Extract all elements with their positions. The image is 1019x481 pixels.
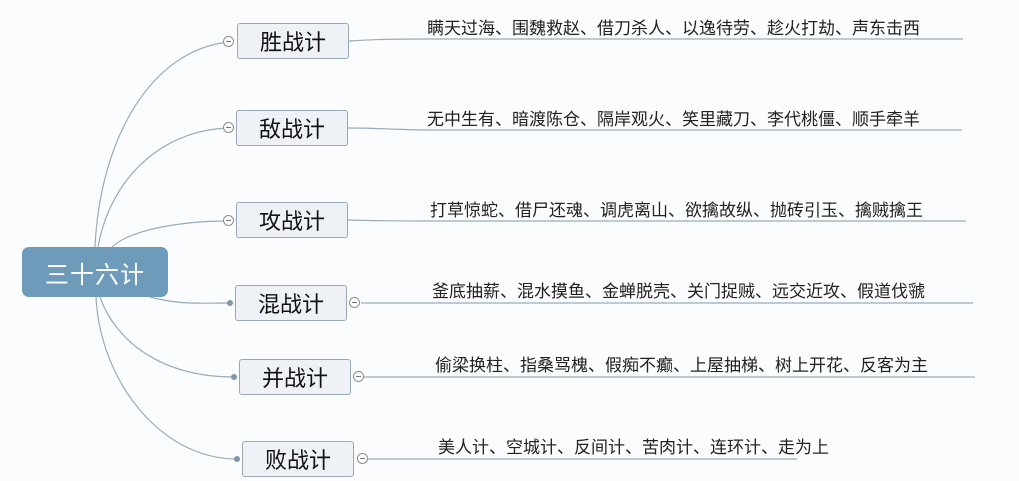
collapse-toggle-icon[interactable] [223,215,234,226]
leaf-topic[interactable]: 打草惊蛇、借尸还魂、调虎离山、欲擒故纵、抛砖引玉、擒贼擒王 [430,201,923,221]
leaf-topic[interactable]: 釜底抽薪、混水摸鱼、金蝉脱壳、关门捉贼、远交近攻、假道伐虢 [432,282,925,302]
connector-dot-icon [227,300,233,306]
collapse-toggle-icon[interactable] [353,371,364,382]
leaf-topic[interactable]: 瞒天过海、围魏救赵、借刀杀人、以逸待劳、趁火打劫、声东击西 [427,19,920,39]
collapse-toggle-icon[interactable] [223,36,234,47]
branch-topic-baizhan[interactable]: 败战计 [242,441,354,477]
branch-label: 败战计 [264,449,331,474]
connector-dot-icon [231,374,237,380]
branch-topic-bingzhan[interactable]: 并战计 [239,359,351,395]
branch-topic-gongzhan[interactable]: 攻战计 [236,202,348,238]
leaf-topic[interactable]: 美人计、空城计、反间计、苦肉计、连环计、走为上 [438,438,829,458]
collapse-toggle-icon[interactable] [223,122,234,133]
root-topic[interactable]: 三十六计 [22,247,168,297]
collapse-toggle-icon[interactable] [349,297,360,308]
branch-label: 攻战计 [258,210,325,235]
branch-label: 敌战计 [258,118,325,143]
branch-label: 胜战计 [259,31,326,56]
branch-label: 混战计 [257,293,324,318]
leaf-topic[interactable]: 无中生有、暗渡陈仓、隔岸观火、笑里藏刀、李代桃僵、顺手牵羊 [427,110,920,130]
branch-topic-dizhan[interactable]: 敌战计 [236,110,348,146]
branch-label: 并战计 [261,367,328,392]
root-topic-label: 三十六计 [45,260,145,289]
leaf-topic[interactable]: 偷梁换柱、指桑骂槐、假痴不癫、上屋抽梯、树上开花、反客为主 [435,356,928,376]
collapse-toggle-icon[interactable] [357,453,368,464]
branch-topic-hunzhan[interactable]: 混战计 [235,285,347,321]
branch-topic-shengzhan[interactable]: 胜战计 [237,23,349,59]
connector-dot-icon [234,456,240,462]
